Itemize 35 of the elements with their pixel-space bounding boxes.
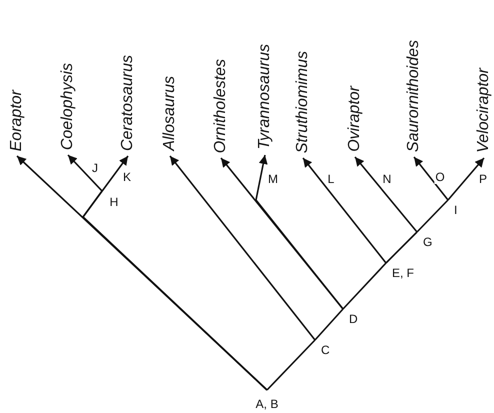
root-label: A, B bbox=[256, 390, 278, 411]
taxon-name: Saurornithoides bbox=[405, 40, 423, 157]
node-label: I bbox=[448, 200, 458, 217]
branch-arrow bbox=[169, 156, 316, 340]
branch-arrow bbox=[302, 158, 387, 264]
taxon-name: Ceratosaurus bbox=[119, 54, 137, 156]
node-label: C bbox=[315, 340, 330, 357]
branch-arrow bbox=[354, 156, 418, 232]
taxon-name: Allosaurus bbox=[161, 76, 179, 156]
taxon-name: Struthiomimus bbox=[294, 50, 312, 158]
branch-line bbox=[342, 262, 387, 310]
taxon-name: Coelophysis bbox=[59, 62, 77, 155]
branch-line bbox=[416, 199, 449, 233]
branch-arrow bbox=[413, 156, 449, 200]
taxon-name: Ornitholestes bbox=[212, 58, 230, 158]
edge-label: N bbox=[382, 172, 392, 186]
node-label: E, F bbox=[386, 263, 414, 280]
taxon-name: Tyrannosaurus bbox=[256, 44, 274, 155]
branch-line bbox=[385, 231, 418, 264]
branch-label: H bbox=[108, 195, 120, 209]
node-label: D bbox=[343, 309, 358, 326]
branch-line bbox=[266, 339, 316, 391]
taxon-name: Oviraptor bbox=[346, 86, 364, 157]
edge-label: O bbox=[434, 170, 446, 184]
taxon-name: Eoraptor bbox=[8, 90, 26, 156]
node-label: G bbox=[417, 232, 432, 249]
branch-line bbox=[314, 308, 344, 341]
edge-label: J bbox=[91, 161, 99, 175]
branch-arrow bbox=[447, 157, 485, 201]
edge-label: K bbox=[122, 170, 132, 184]
branch-arrow bbox=[255, 154, 344, 310]
edge-label: L bbox=[326, 172, 336, 186]
edge-label: P bbox=[478, 172, 488, 186]
taxon-name: Velociraptor bbox=[475, 68, 493, 158]
edge-label: M bbox=[267, 172, 279, 186]
